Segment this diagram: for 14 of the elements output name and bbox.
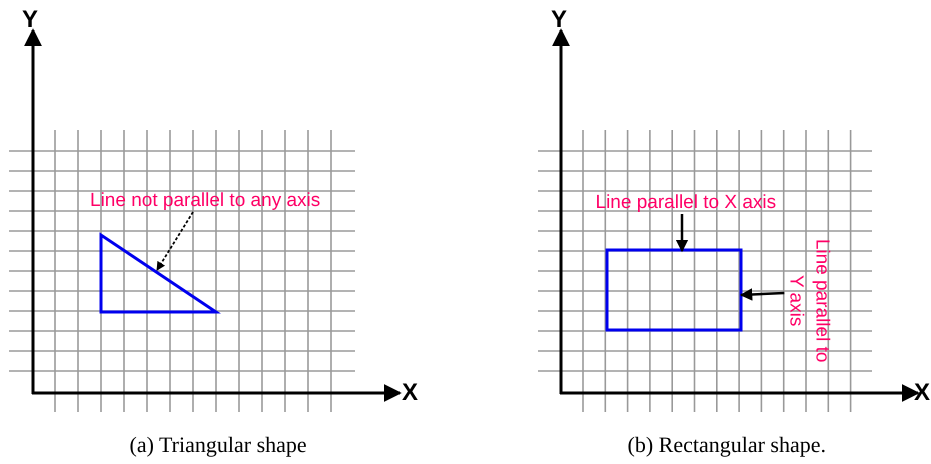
annotation-text: Line not parallel to any axis xyxy=(90,191,320,210)
arrow xyxy=(676,214,688,252)
caption: (a) Triangular shape xyxy=(130,434,307,456)
annotation-text: Line parallel to X axis xyxy=(596,193,776,212)
rectangle-outline xyxy=(606,248,742,332)
caption: (b) Rectangular shape. xyxy=(628,434,826,456)
triangle-outline xyxy=(100,232,221,314)
annotation-text: Line parallel to Y axis xyxy=(783,230,835,370)
axis-label: X xyxy=(914,381,930,405)
axis-label: Y xyxy=(551,8,568,32)
arrow xyxy=(156,212,194,271)
axis-label: X xyxy=(402,381,418,405)
arrow xyxy=(740,288,784,301)
axis-label: Y xyxy=(22,8,38,32)
